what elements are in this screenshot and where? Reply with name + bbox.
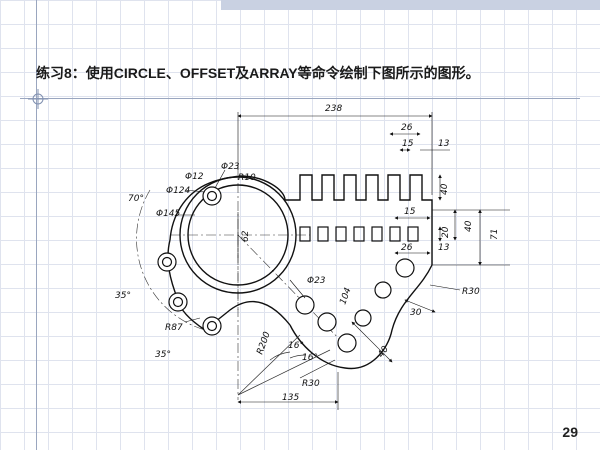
slide-title: 练习8：使用CIRCLE、OFFSET及ARRAY等命令绘制下图所示的图形。 (36, 65, 480, 81)
left-guide-line (36, 0, 37, 450)
dim-r87: R87 (165, 323, 183, 333)
dim-13-mid: 13 (438, 243, 450, 253)
dim-104: 104 (338, 286, 353, 306)
corner-crosshair (28, 89, 48, 109)
dim-40-mid: 40 (464, 220, 474, 232)
dim-135: 135 (282, 393, 299, 403)
dim-angle-16-a: 16° (288, 341, 304, 351)
dim-angle-70: 70° (128, 194, 144, 204)
dim-phi23-holes: Φ23 (307, 276, 326, 286)
dim-30: 30 (410, 308, 422, 318)
dimension-lines (175, 112, 510, 410)
dimension-labels: 238 26 15 13 40 40 71 15 20 26 13 62 Φ23… (115, 104, 500, 403)
title-underline (20, 98, 580, 99)
dim-r10: R10 (238, 173, 256, 183)
dim-13-top: 13 (438, 139, 450, 149)
dim-angle-35-lower: 35° (155, 350, 171, 360)
dim-phi124: Φ124 (166, 186, 191, 196)
dim-r200: R200 (255, 330, 273, 356)
dim-20: 20 (441, 226, 451, 238)
sector-lines (237, 334, 331, 396)
dim-40-top: 40 (440, 183, 450, 195)
dim-15-mid: 15 (404, 207, 416, 217)
dim-26-top: 26 (401, 123, 413, 133)
slot-row (299, 226, 419, 242)
dim-angle-35-upper: 35° (115, 291, 131, 301)
dim-angle-16-b: 16° (302, 353, 318, 363)
dim-phi23-top: Φ23 (221, 162, 240, 172)
dim-62: 62 (241, 230, 251, 242)
dim-15-top: 15 (402, 139, 414, 149)
page-number: 29 (562, 424, 578, 440)
dim-71: 71 (490, 229, 500, 240)
dim-26-mid: 26 (401, 243, 413, 253)
hole-array (295, 258, 415, 353)
dim-40-diag: 40 (376, 344, 391, 359)
bolt-holes-left (157, 186, 222, 336)
dim-r30-bottom: R30 (302, 379, 320, 389)
header-bar (221, 0, 600, 10)
dim-phi12: Φ12 (185, 172, 204, 182)
dim-238: 238 (325, 104, 342, 114)
dim-phi145: Φ145 (156, 209, 181, 219)
dim-r30-right: R30 (462, 287, 480, 297)
